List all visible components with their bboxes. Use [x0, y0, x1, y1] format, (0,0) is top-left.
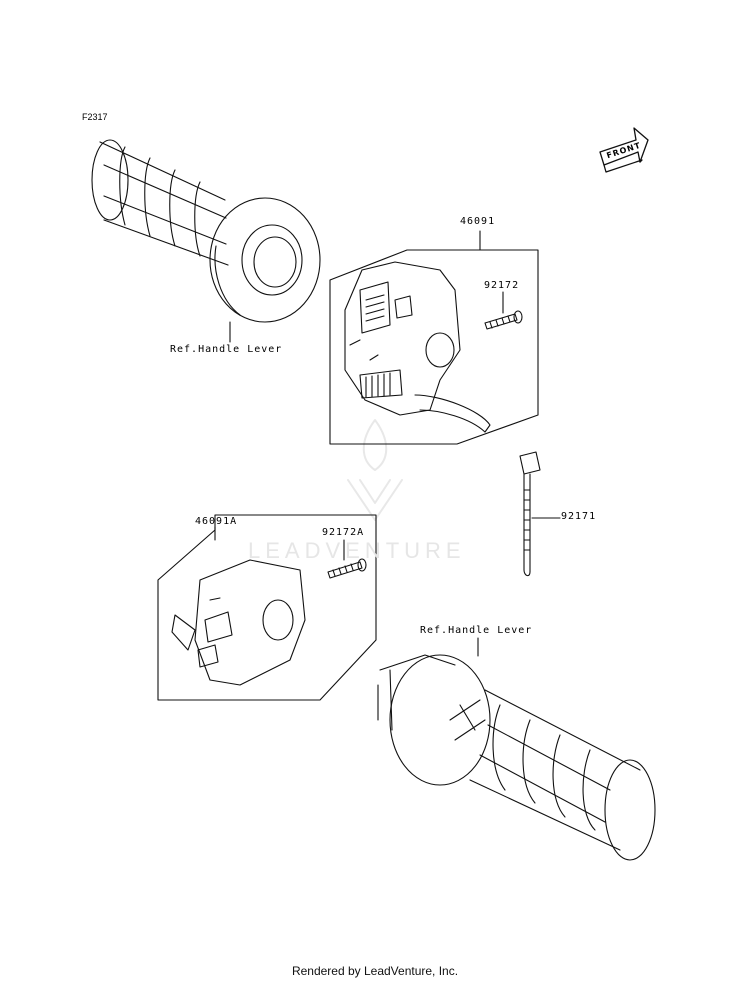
cable-tie-92171: [519, 451, 561, 577]
part-label-92172A: 92172A: [322, 527, 365, 538]
switch-housing-46091: [344, 261, 491, 433]
watermark-text: LEADVENTURE: [248, 538, 466, 563]
ref-handle-lever-right: Ref.Handle Lever: [420, 625, 533, 636]
footer-credit: Rendered by LeadVenture, Inc.: [291, 964, 459, 978]
screw-92172A: [327, 539, 367, 579]
part-label-92172: 92172: [484, 280, 520, 291]
part-label-92171: 92171: [561, 511, 597, 522]
right-grip: [377, 637, 656, 861]
ref-handle-lever-left: Ref.Handle Lever: [170, 344, 283, 355]
figure-code: F2317: [82, 112, 108, 122]
part-label-46091: 46091: [460, 216, 496, 227]
switch-box-46091: [329, 230, 539, 445]
screw-92172: [484, 291, 523, 330]
part-label-46091A: 46091A: [195, 516, 238, 527]
switch-housing-46091A: [171, 559, 306, 686]
left-grip: [91, 139, 321, 323]
switch-box-46091A: [157, 514, 377, 701]
watermark-logo: [347, 419, 403, 521]
front-arrow-icon: [599, 127, 649, 173]
